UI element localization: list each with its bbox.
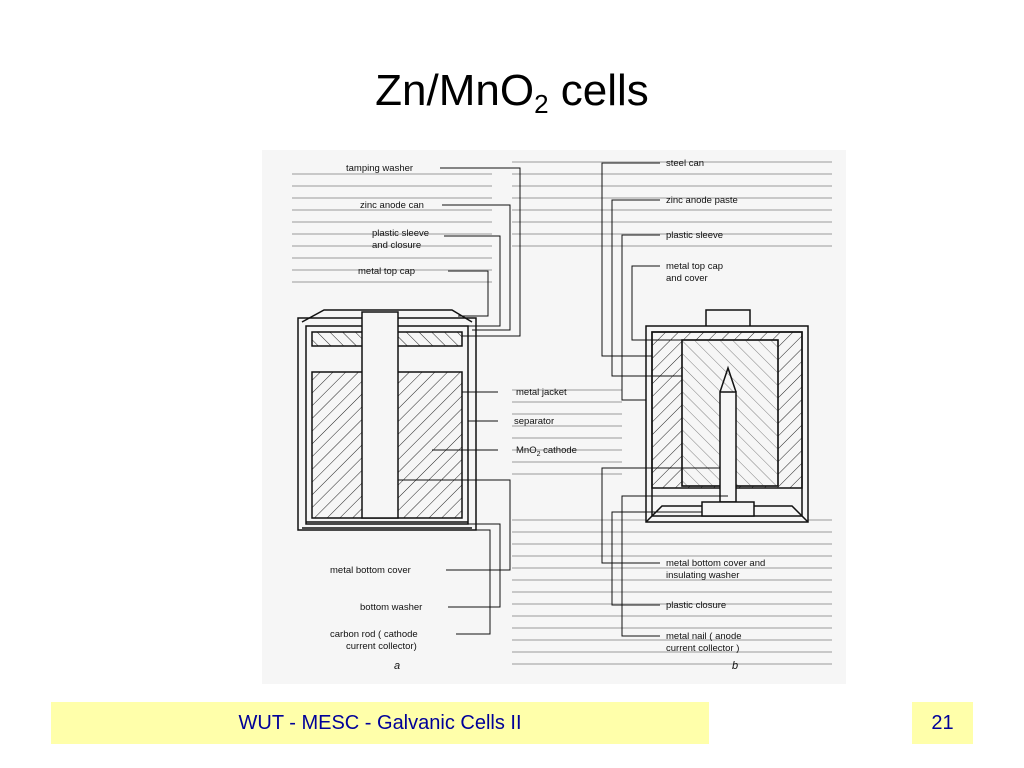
label-metal-nail-line1: metal nail ( anode bbox=[666, 631, 742, 642]
label-zinc-anode-can: zinc anode can bbox=[360, 200, 424, 211]
label-separator: separator bbox=[514, 416, 554, 427]
caption-a: a bbox=[394, 660, 400, 672]
battery-cross-section-figure: tamping washer zinc anode can plastic sl… bbox=[262, 150, 846, 684]
label-metal-top-cap-a: metal top cap bbox=[358, 266, 415, 277]
title-subscript: 2 bbox=[534, 89, 549, 119]
slide-title: Zn/MnO2 cells bbox=[0, 66, 1024, 120]
scan-background-text bbox=[292, 161, 832, 665]
label-plastic-sleeve-line1: plastic sleeve bbox=[372, 228, 429, 239]
title-main: Zn/MnO bbox=[375, 66, 535, 115]
label-plastic-sleeve-line2: and closure bbox=[372, 240, 421, 251]
label-tamping-washer: tamping washer bbox=[346, 163, 413, 174]
label-metal-jacket: metal jacket bbox=[516, 387, 567, 398]
leader-lines bbox=[398, 162, 728, 637]
label-metal-nail-line2: current collector ) bbox=[666, 643, 739, 654]
label-metal-bottom-cover-b-line2: insulating washer bbox=[666, 570, 739, 581]
label-mno2-cathode: MnO2 cathode bbox=[516, 445, 577, 458]
label-metal-top-cap-b-line2: and cover bbox=[666, 273, 708, 284]
label-metal-bottom-cover-a: metal bottom cover bbox=[330, 565, 411, 576]
title-tail: cells bbox=[548, 66, 649, 115]
battery-diagram: tamping washer zinc anode can plastic sl… bbox=[292, 158, 832, 672]
label-steel-can: steel can bbox=[666, 158, 704, 169]
page-number-box: 21 bbox=[912, 702, 973, 744]
label-metal-top-cap-b-line1: metal top cap bbox=[666, 261, 723, 272]
label-carbon-rod-line1: carbon rod ( cathode bbox=[330, 629, 418, 640]
page-number: 21 bbox=[931, 712, 954, 734]
cell-a-drawing bbox=[297, 309, 477, 531]
footer-bar: WUT - MESC - Galvanic Cells II bbox=[51, 702, 709, 744]
label-metal-bottom-cover-b-line1: metal bottom cover and bbox=[666, 558, 765, 569]
label-plastic-sleeve-b: plastic sleeve bbox=[666, 230, 723, 241]
label-carbon-rod-line2: current collector) bbox=[346, 641, 417, 652]
footer-text: WUT - MESC - Galvanic Cells II bbox=[238, 712, 522, 734]
label-plastic-closure: plastic closure bbox=[666, 600, 726, 611]
caption-b: b bbox=[732, 660, 738, 672]
cell-b-drawing bbox=[645, 309, 809, 523]
label-zinc-anode-paste: zinc anode paste bbox=[666, 195, 738, 206]
label-bottom-washer: bottom washer bbox=[360, 602, 422, 613]
